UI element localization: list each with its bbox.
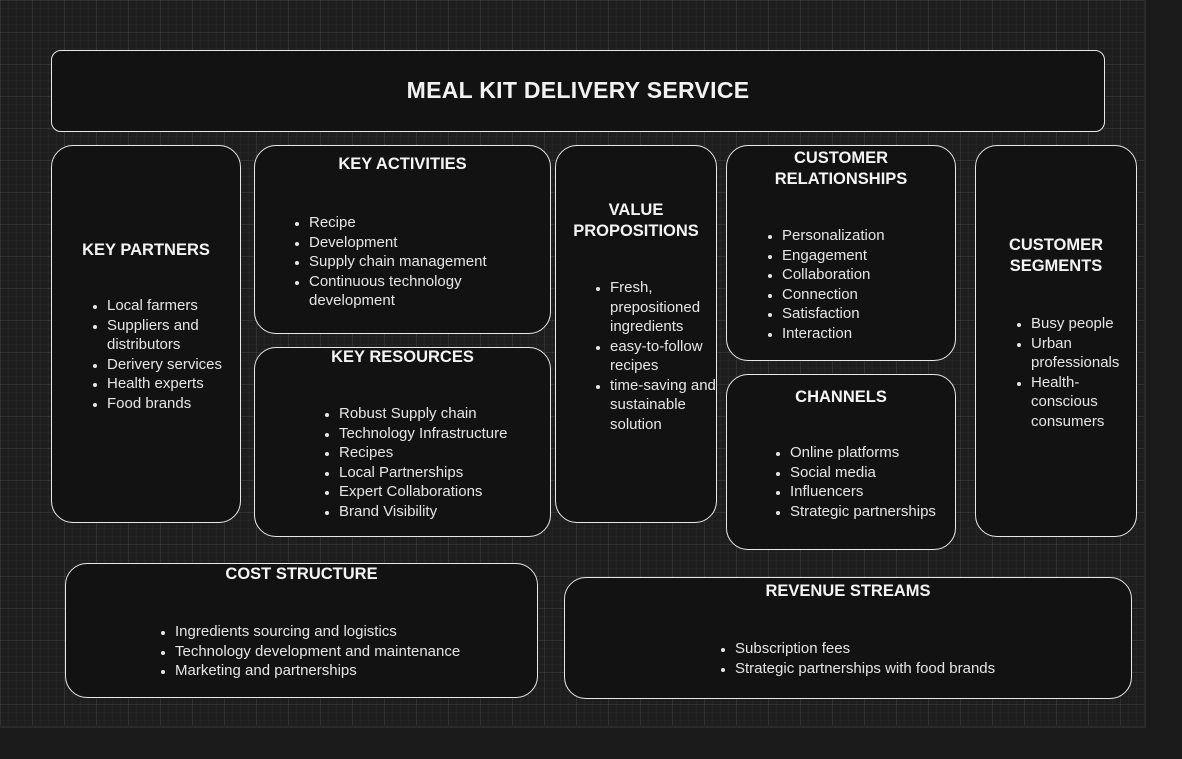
customer-relationships-heading: CUSTOMER RELATIONSHIPS <box>774 149 908 188</box>
list-item: Supply chain management <box>309 252 539 272</box>
customer-relationships-box[interactable]: CUSTOMER RELATIONSHIPS Personalization E… <box>726 145 956 361</box>
list-item: Brand Visibility <box>339 502 559 522</box>
key-partners-list: Local farmers Suppliers and distributors… <box>85 296 257 413</box>
key-resources-box[interactable]: KEY RESOURCES Robust Supply chain Techno… <box>254 347 551 537</box>
list-item: Health-conscious consumers <box>1031 373 1143 432</box>
list-item: Technology development and maintenance <box>175 642 515 662</box>
list-item: Local Partnerships <box>339 463 559 483</box>
list-item: Suppliers and distributors <box>107 316 257 355</box>
list-item: Engagement <box>782 246 962 266</box>
key-activities-list: Recipe Development Supply chain manageme… <box>287 213 539 311</box>
cost-structure-box[interactable]: COST STRUCTURE Ingredients sourcing and … <box>65 563 538 698</box>
list-item: Satisfaction <box>782 304 962 324</box>
page-title: MEAL KIT DELIVERY SERVICE <box>406 77 750 103</box>
list-item: Online platforms <box>790 443 970 463</box>
list-item: Local farmers <box>107 296 257 316</box>
list-item: Urban professionals <box>1031 334 1143 373</box>
customer-segments-box[interactable]: CUSTOMER SEGMENTS Busy people Urban prof… <box>975 145 1137 537</box>
customer-relationships-list: Personalization Engagement Collaboration… <box>760 226 962 343</box>
revenue-streams-list: Subscription fees Strategic partnerships… <box>713 639 1055 678</box>
list-item: Ingredients sourcing and logistics <box>175 622 515 642</box>
list-item: Influencers <box>790 482 970 502</box>
list-item: Expert Collaborations <box>339 482 559 502</box>
list-item: time-saving and sustainable solution <box>610 376 718 435</box>
list-item: Development <box>309 233 539 253</box>
cost-structure-heading: COST STRUCTURE <box>225 565 378 583</box>
list-item: Derivery services <box>107 355 257 375</box>
key-partners-box[interactable]: KEY PARTNERS Local farmers Suppliers and… <box>51 145 241 523</box>
key-resources-list: Robust Supply chain Technology Infrastru… <box>317 404 559 521</box>
channels-box[interactable]: CHANNELS Online platforms Social media I… <box>726 374 956 550</box>
list-item: Health experts <box>107 374 257 394</box>
list-item: Personalization <box>782 226 962 246</box>
value-propositions-heading: VALUE PROPOSITIONS <box>573 201 699 240</box>
revenue-streams-box[interactable]: REVENUE STREAMS Subscription fees Strate… <box>564 577 1132 699</box>
list-item: Food brands <box>107 394 257 414</box>
list-item: Marketing and partnerships <box>175 661 515 681</box>
customer-segments-heading: CUSTOMER SEGMENTS <box>1008 236 1104 275</box>
list-item: Social media <box>790 463 970 483</box>
list-item: Strategic partnerships <box>790 502 970 522</box>
list-item: Interaction <box>782 324 962 344</box>
list-item: Recipes <box>339 443 559 463</box>
key-resources-heading: KEY RESOURCES <box>331 348 474 366</box>
cost-structure-list: Ingredients sourcing and logistics Techn… <box>153 622 515 681</box>
diagram-canvas: MEAL KIT DELIVERY SERVICE KEY PARTNERS L… <box>0 0 1146 728</box>
channels-list: Online platforms Social media Influencer… <box>768 443 970 521</box>
list-item: Subscription fees <box>735 639 1055 659</box>
list-item: Continuous technology development <box>309 272 539 311</box>
list-item: easy-to-follow recipes <box>610 337 718 376</box>
key-partners-heading: KEY PARTNERS <box>82 241 210 259</box>
list-item: Busy people <box>1031 314 1143 334</box>
list-item: Collaboration <box>782 265 962 285</box>
list-item: Connection <box>782 285 962 305</box>
list-item: Fresh, prepositioned ingredients <box>610 278 718 337</box>
title-box[interactable]: MEAL KIT DELIVERY SERVICE <box>51 50 1105 132</box>
revenue-streams-heading: REVENUE STREAMS <box>765 582 931 600</box>
list-item: Technology Infrastructure <box>339 424 559 444</box>
customer-segments-list: Busy people Urban professionals Health-c… <box>1009 314 1143 431</box>
key-activities-box[interactable]: KEY ACTIVITIES Recipe Development Supply… <box>254 145 551 334</box>
key-activities-heading: KEY ACTIVITIES <box>338 155 467 173</box>
list-item: Recipe <box>309 213 539 233</box>
channels-heading: CHANNELS <box>795 388 887 406</box>
list-item: Robust Supply chain <box>339 404 559 424</box>
list-item: Strategic partnerships with food brands <box>735 659 1055 679</box>
value-propositions-box[interactable]: VALUE PROPOSITIONS Fresh, prepositioned … <box>555 145 717 523</box>
value-propositions-list: Fresh, prepositioned ingredients easy-to… <box>588 278 718 434</box>
